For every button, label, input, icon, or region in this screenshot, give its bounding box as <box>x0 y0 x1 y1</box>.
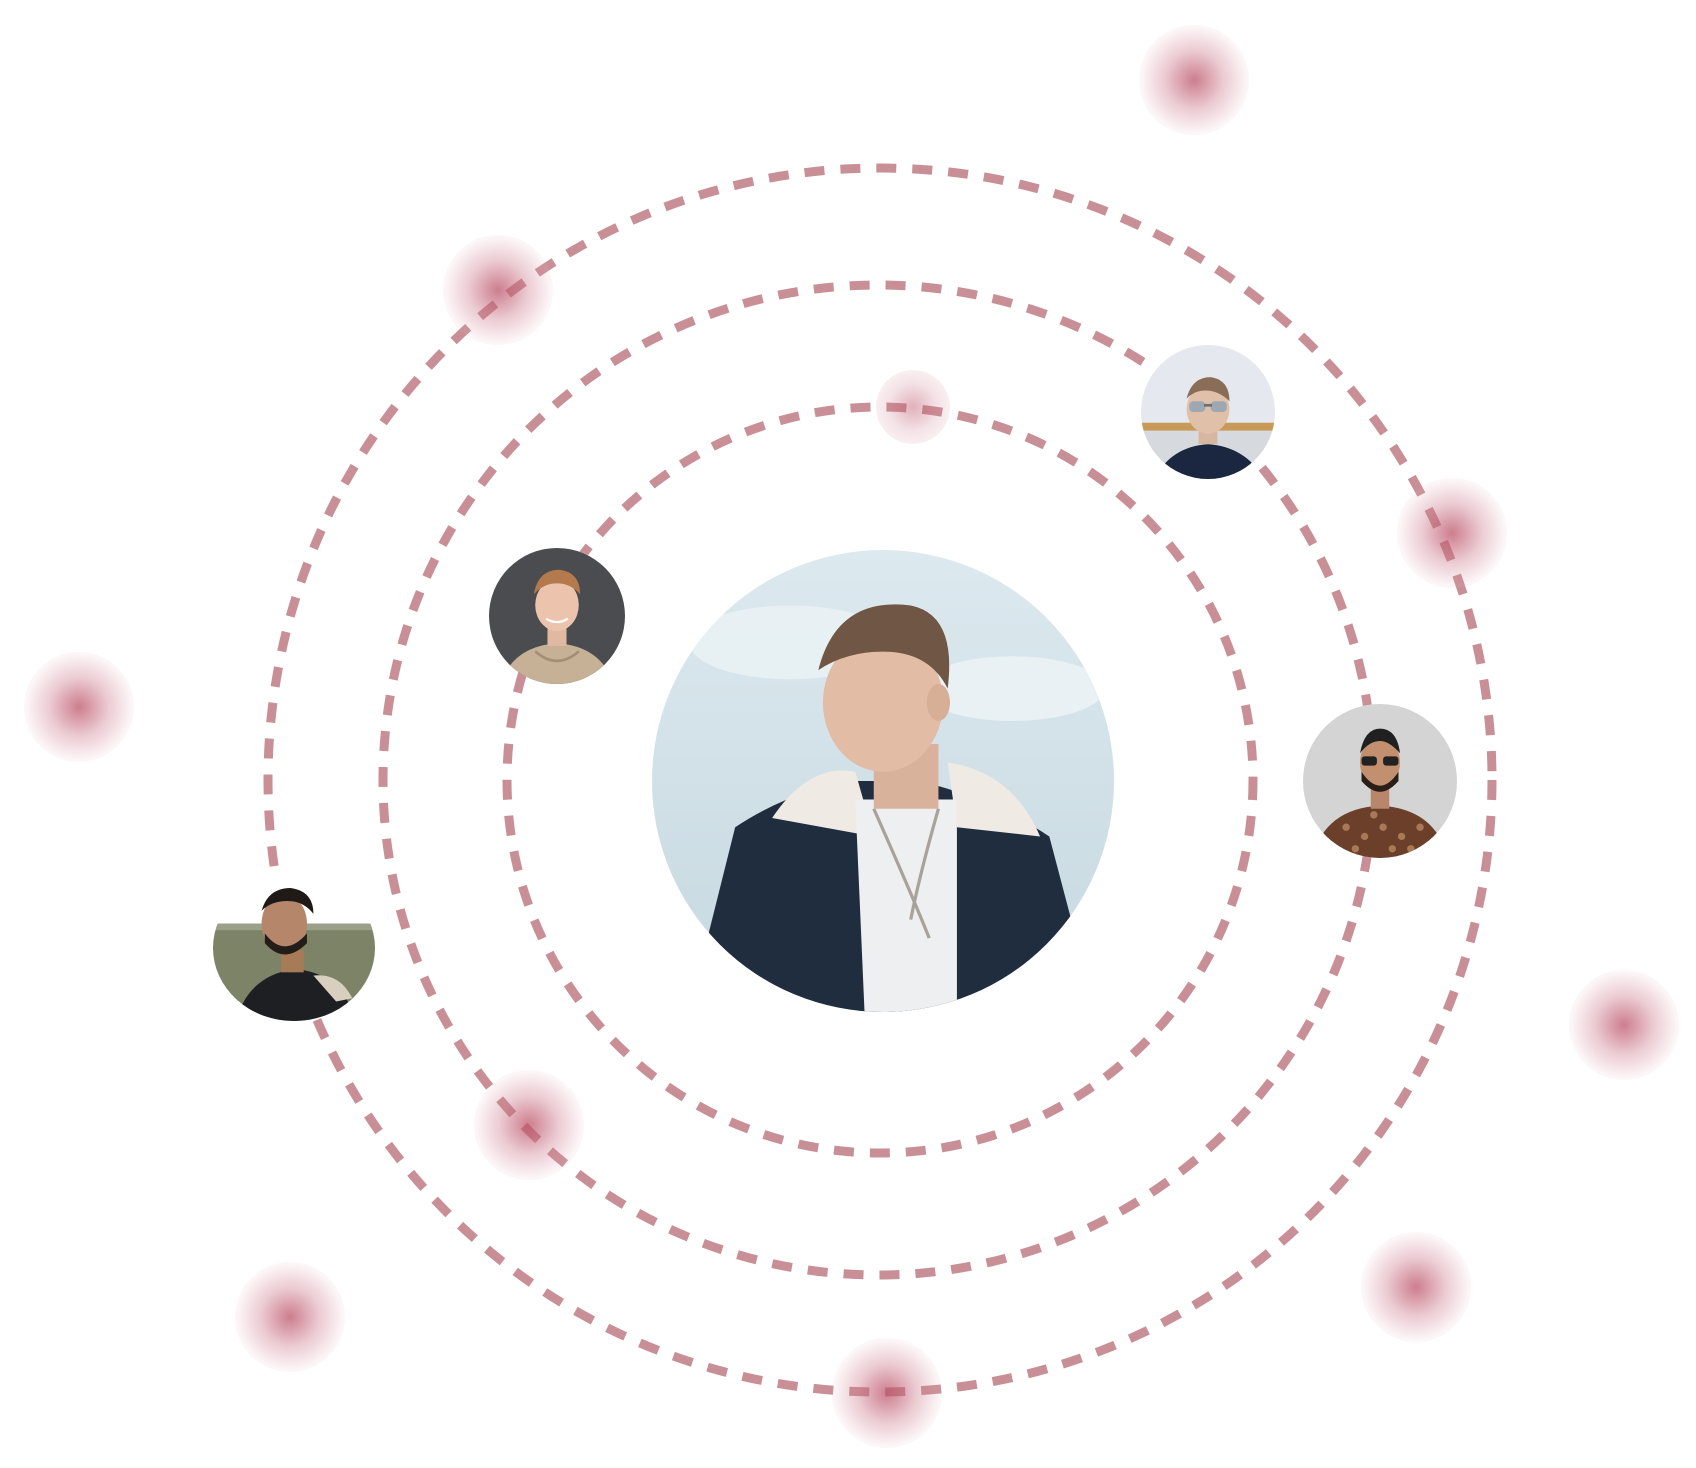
glow-dot <box>235 1262 345 1372</box>
glow-dot <box>1397 478 1507 588</box>
profile-photo-man-black-jacket-field <box>213 875 375 1021</box>
glow-dot <box>474 1070 584 1180</box>
glow-dot <box>1569 970 1679 1080</box>
profile-photo-man-patterned-shirt <box>1303 704 1457 858</box>
inner-orbit-ring <box>502 402 1258 1158</box>
glow-dot <box>443 235 553 345</box>
glow-dot <box>1361 1232 1471 1342</box>
glow-dot <box>876 370 950 444</box>
glow-dot <box>1139 25 1249 135</box>
right-profile-avatar[interactable] <box>1303 704 1457 858</box>
outer-orbit-ring <box>263 163 1497 1397</box>
glow-dot <box>24 652 134 762</box>
top-right-profile-avatar[interactable] <box>1141 345 1275 479</box>
center-profile-avatar[interactable] <box>652 550 1114 1012</box>
profile-photo-man-dark-jacket-sky <box>652 550 1114 1012</box>
glow-dot <box>832 1338 942 1448</box>
profile-photo-smiling-man-hoodie <box>489 548 625 684</box>
left-inner-profile-avatar[interactable] <box>489 548 625 684</box>
profile-photo-man-sunglasses <box>1141 345 1275 479</box>
bottom-left-profile-avatar[interactable] <box>213 875 375 1021</box>
